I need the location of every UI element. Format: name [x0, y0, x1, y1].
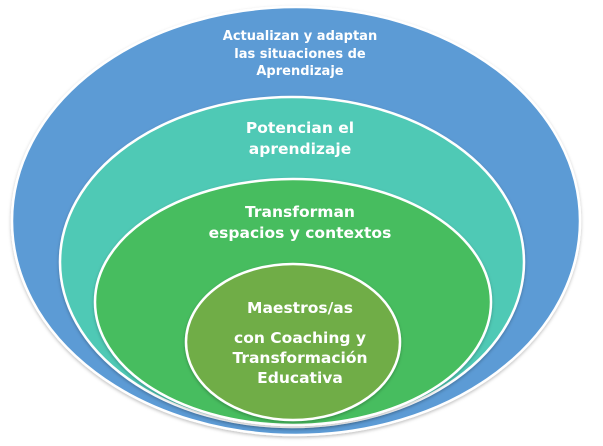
- core-ring-title: Maestros/as: [247, 299, 353, 317]
- core-ring-label: con Coaching y Transformación Educativa: [232, 329, 368, 388]
- second-ring-label: Potencian el aprendizaje: [245, 119, 355, 158]
- outer-ring-label: Actualizan y adaptan las situaciones de …: [222, 29, 378, 80]
- third-ring-label: Transforman espacios y contextos: [208, 203, 392, 242]
- core-ring: [184, 262, 402, 422]
